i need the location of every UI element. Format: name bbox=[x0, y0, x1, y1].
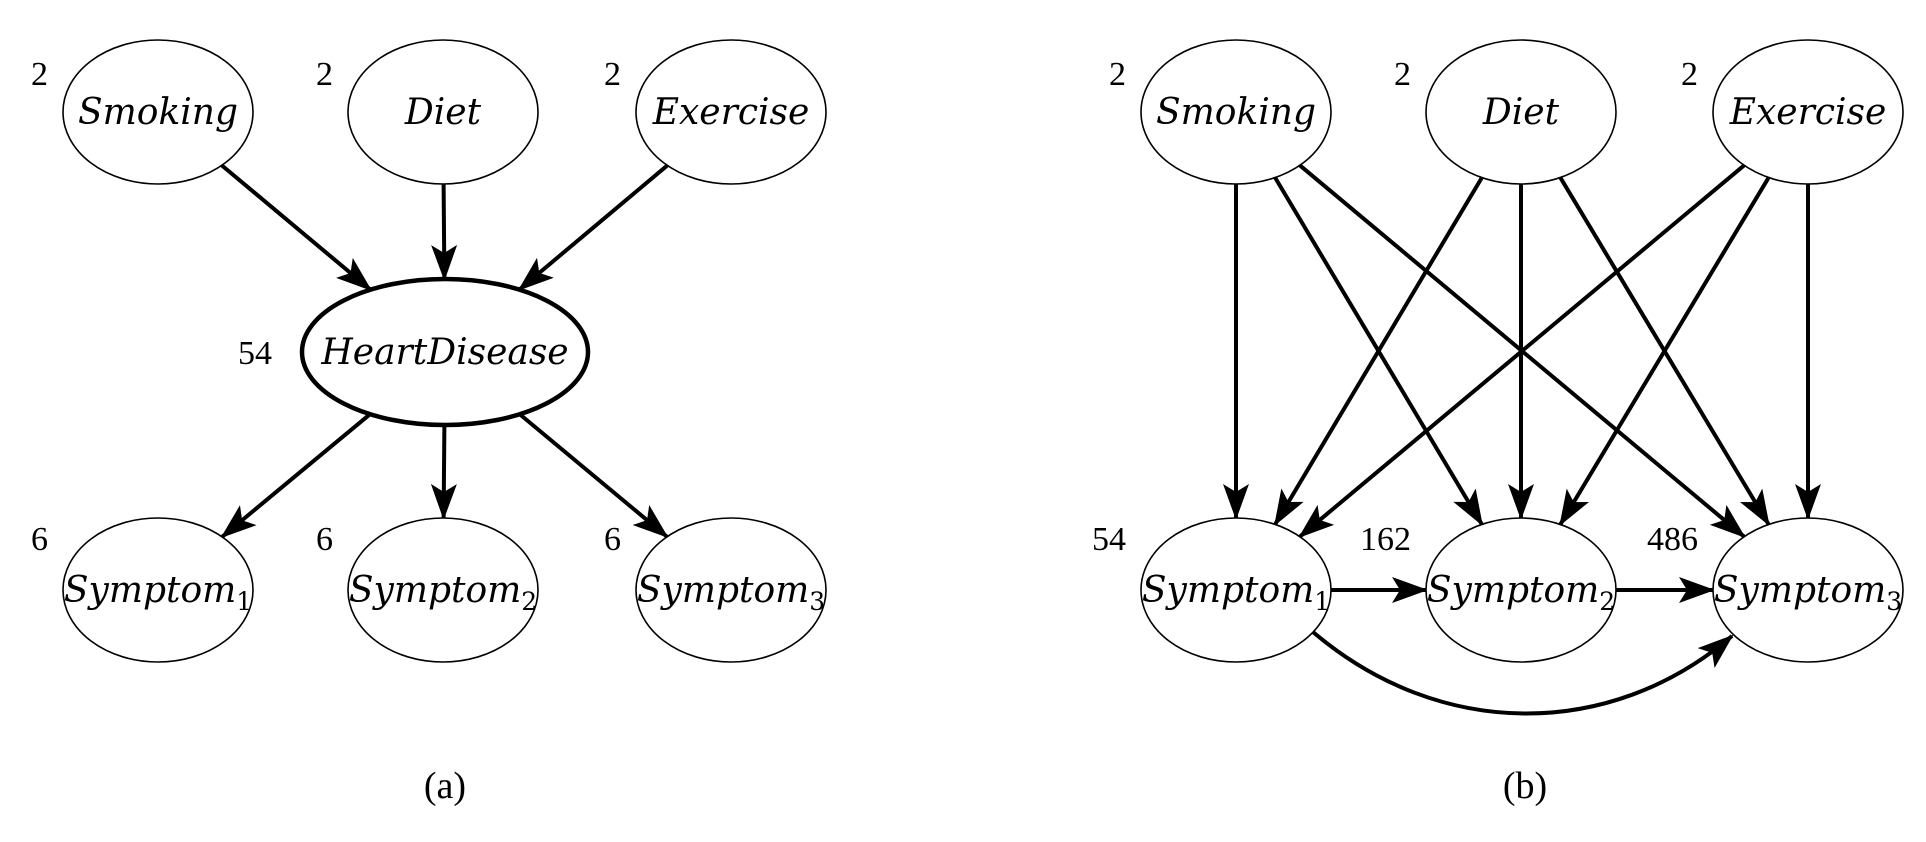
panel-b-node-diet-cardinality: 2 bbox=[1394, 56, 1411, 93]
panel-a-node-exercise: Exercise 2 bbox=[604, 39, 827, 185]
panel-b-node-s3-cardinality: 486 bbox=[1647, 521, 1698, 558]
panel-a-node-heart: HeartDisease 54 bbox=[238, 276, 591, 428]
panel-b-node-exercise-cardinality: 2 bbox=[1681, 56, 1698, 93]
panel-a-edge-diet-to-heart bbox=[431, 183, 458, 282]
panel-a-edge-heart-to-s3 bbox=[518, 412, 669, 539]
panel-b-node-s3-ellipse bbox=[1712, 517, 1904, 663]
panel-b-node-s1-cardinality: 54 bbox=[1092, 521, 1126, 558]
panel-b-edge-s1-to-s3 bbox=[1311, 630, 1734, 716]
panel-a-node-smoking-ellipse bbox=[62, 39, 254, 185]
panel-b-caption: (b) bbox=[1503, 765, 1547, 807]
panel-a-node-exercise-cardinality: 2 bbox=[604, 56, 621, 93]
panel-a-node-heart-ellipse bbox=[299, 276, 591, 428]
panel-b-node-s2-cardinality: 162 bbox=[1360, 521, 1411, 558]
panel-a-caption: (a) bbox=[424, 765, 466, 807]
panel-a-node-s1-label: Symptom1 bbox=[64, 570, 252, 616]
panel-a-node-diet-label: Diet bbox=[404, 92, 482, 133]
panel-b-edges bbox=[1223, 163, 1821, 716]
panel-a-node-diet: Diet 2 bbox=[316, 39, 539, 185]
panel-b-node-s2: Symptom2 162 bbox=[1360, 517, 1617, 663]
panel-a-node-exercise-ellipse bbox=[635, 39, 827, 185]
panel-a-node-smoking: Smoking 2 bbox=[31, 39, 254, 185]
panel-a-edge-exercise-to-heart bbox=[517, 163, 669, 292]
panel-a-node-s2: Symptom2 6 bbox=[316, 517, 539, 663]
panel-b-edge-exercise-to-s1 bbox=[1298, 163, 1746, 539]
panel-b-node-s1: Symptom1 54 bbox=[1092, 517, 1332, 663]
panel-a-node-s2-ellipse bbox=[347, 517, 539, 663]
panel-b-node-s2-ellipse bbox=[1425, 517, 1617, 663]
panel-b-edge-diet-to-s1 bbox=[1273, 176, 1484, 527]
panel-a-node-exercise-label: Exercise bbox=[652, 92, 810, 133]
panel-a-node-s1-cardinality: 6 bbox=[31, 521, 48, 558]
panel-a-node-s3-label: Symptom3 bbox=[637, 570, 825, 616]
panel-a-node-diet-ellipse bbox=[347, 39, 539, 185]
panel-a-node-s1: Symptom1 6 bbox=[31, 517, 254, 663]
panel-a-edge-heart-to-s2 bbox=[430, 424, 457, 521]
panel-b-node-smoking-label: Smoking bbox=[1156, 92, 1316, 133]
panel-a-edge-heart-to-s1 bbox=[220, 412, 372, 539]
panel-a-node-heart-cardinality: 54 bbox=[238, 335, 272, 372]
panel-b-node-diet-ellipse bbox=[1425, 39, 1617, 185]
panel-b-node-s3: Symptom3 486 bbox=[1647, 517, 1904, 663]
panel-b-node-diet-label: Diet bbox=[1482, 92, 1560, 133]
panel-b-node-exercise-label: Exercise bbox=[1729, 92, 1887, 133]
panel-b-nodes: Smoking2Diet2Exercise2Symptom154Symptom2… bbox=[1092, 39, 1904, 663]
panel-a-node-s3: Symptom3 6 bbox=[604, 517, 827, 663]
panel-a-node-s2-label: Symptom2 bbox=[349, 570, 537, 616]
panel-b-node-exercise-ellipse bbox=[1712, 39, 1904, 185]
panel-b-node-s3-label: Symptom3 bbox=[1714, 570, 1902, 616]
panel-a-node-s3-cardinality: 6 bbox=[604, 521, 621, 558]
panel-b-node-s1-ellipse bbox=[1140, 517, 1332, 663]
panel-a-node-smoking-label: Smoking bbox=[78, 92, 238, 133]
panel-a-node-s1-ellipse bbox=[62, 517, 254, 663]
panel-b-node-exercise: Exercise 2 bbox=[1681, 39, 1904, 185]
panel-a-node-s2-cardinality: 6 bbox=[316, 521, 333, 558]
panel-b-edge-exercise-to-s2 bbox=[1558, 176, 1771, 527]
panel-a-edges bbox=[220, 163, 669, 539]
panel-b-node-smoking-ellipse bbox=[1140, 39, 1332, 185]
panel-a-node-heart-label: HeartDisease bbox=[320, 332, 568, 373]
panel-a-node-s3-ellipse bbox=[635, 517, 827, 663]
panel-a-edge-smoking-to-heart bbox=[220, 163, 373, 292]
panel-b-node-smoking: Smoking 2 bbox=[1109, 39, 1332, 185]
panel-b-node-smoking-cardinality: 2 bbox=[1109, 56, 1126, 93]
panel-b-node-diet: Diet 2 bbox=[1394, 39, 1617, 185]
panel-b-node-s2-label: Symptom2 bbox=[1427, 570, 1615, 616]
panel-a-node-smoking-cardinality: 2 bbox=[31, 56, 48, 93]
panel-b: Smoking2Diet2Exercise2Symptom154Symptom2… bbox=[1092, 39, 1904, 807]
panel-a-node-diet-cardinality: 2 bbox=[316, 56, 333, 93]
panel-b-node-s1-label: Symptom1 bbox=[1142, 570, 1330, 616]
